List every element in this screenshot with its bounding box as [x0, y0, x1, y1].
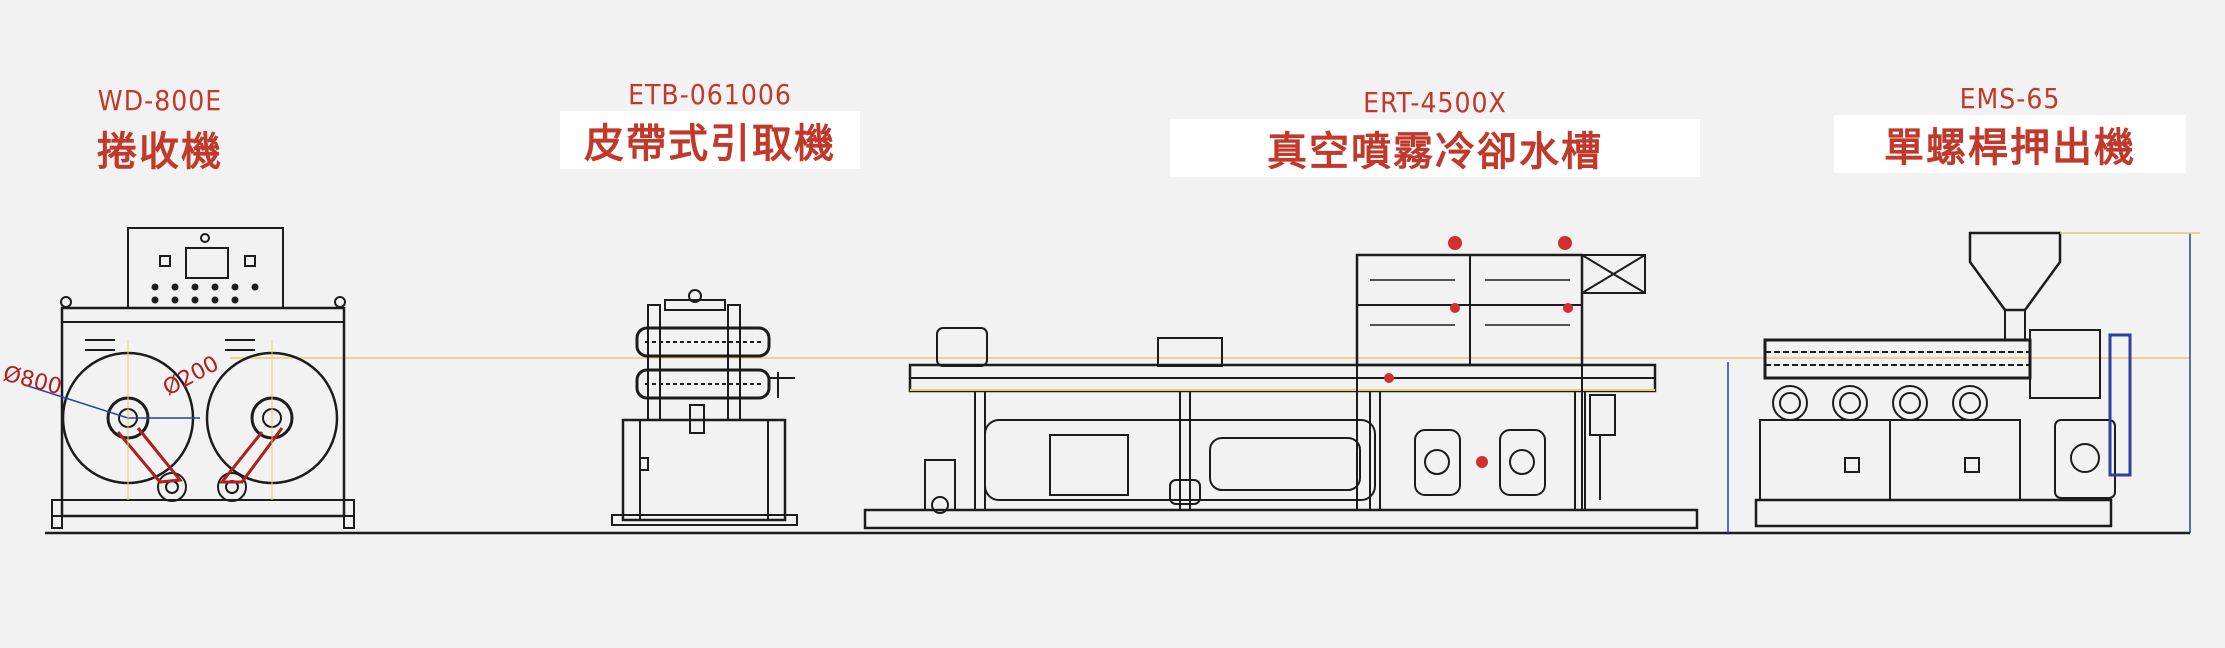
extruder-barrel	[1763, 338, 2032, 380]
cooling-tank-name: 真空噴霧冷卻水槽	[1170, 119, 1700, 177]
cooling-tank-model: ERT-4500X	[1363, 86, 1507, 119]
control-knobs	[151, 283, 259, 304]
haul-off-model: ETB-061006	[628, 78, 792, 111]
extruder-title: EMS-65 單螺桿押出機	[1834, 82, 2186, 173]
extruder-machine	[1727, 231, 2200, 533]
haul-off-title: ETB-061006 皮帶式引取機	[560, 78, 860, 169]
winder-control-box	[127, 227, 284, 309]
haul-off-name: 皮帶式引取機	[560, 111, 860, 169]
extruder-hopper	[1968, 231, 2062, 312]
cooling-tank-machine	[863, 253, 1699, 530]
cooling-tank-title: ERT-4500X 真空噴霧冷卻水槽	[1170, 86, 1700, 177]
winder-machine	[24, 227, 355, 529]
inner-diameter-label: Ø200	[159, 351, 223, 401]
winder-title: WD-800E 捲收機	[60, 84, 260, 177]
haul-off-machine	[611, 289, 798, 526]
indicator-lamps	[1384, 236, 1573, 468]
extruder-name: 單螺桿押出機	[1834, 115, 2186, 173]
winder-name: 捲收機	[97, 129, 223, 175]
outer-diameter-label: Ø800	[1, 362, 65, 401]
haul-off-belt-upper	[635, 326, 771, 358]
winder-model: WD-800E	[97, 84, 223, 117]
haul-off-belt-lower	[635, 368, 771, 400]
extruder-model: EMS-65	[1959, 82, 2061, 115]
